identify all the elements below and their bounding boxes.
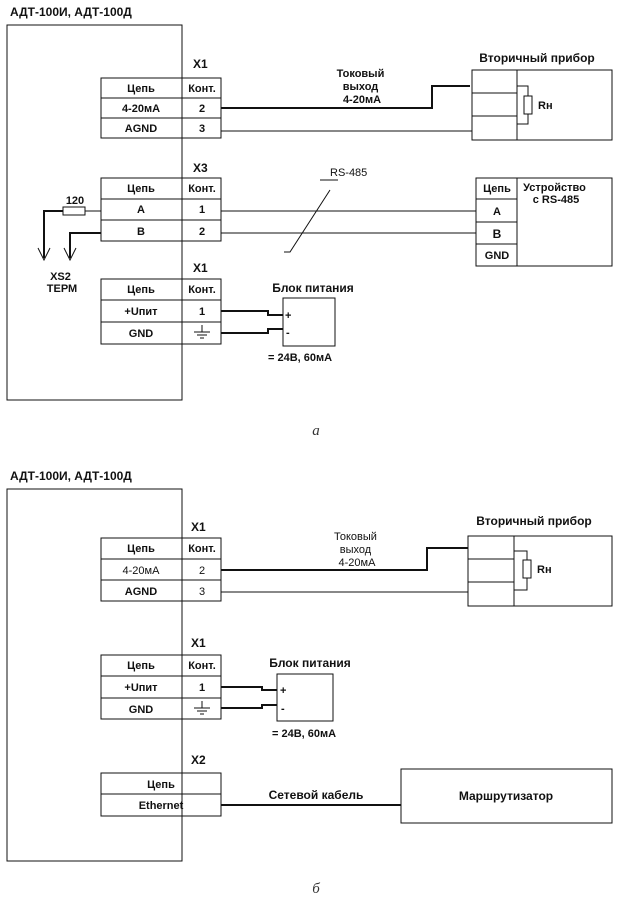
contact-cell: 3 bbox=[199, 586, 205, 598]
contact-cell: 2 bbox=[199, 226, 205, 238]
router-label: Маршрутизатор bbox=[459, 789, 553, 803]
contact-cell: 1 bbox=[199, 204, 205, 216]
terminator-label: XS2 ТЕРМ bbox=[47, 271, 77, 295]
diagram-a: АДТ-100И, АДТ-100Д X1 Цепь Конт. 4-20мА … bbox=[6, 5, 613, 439]
terminator-resistor-label: 120 bbox=[66, 195, 84, 207]
contact-cell: 1 bbox=[199, 306, 205, 318]
power-block-label-a: Блок питания bbox=[272, 281, 354, 295]
col-contact-header: Конт. bbox=[188, 284, 216, 296]
chain-cell: GND bbox=[485, 250, 510, 262]
load-resistor-a bbox=[523, 95, 533, 115]
power-block-a bbox=[282, 297, 336, 347]
rs485-device-title: Устройство с RS-485 bbox=[523, 182, 589, 206]
device-title-b: АДТ-100И, АДТ-100Д bbox=[10, 469, 132, 483]
secondary-device-b: Rн bbox=[467, 535, 613, 607]
x1-current-table-a: Цепь Конт. 4-20мА 2 AGND 3 bbox=[100, 77, 222, 139]
ground-icon bbox=[194, 325, 210, 339]
chain-cell: AGND bbox=[125, 123, 157, 135]
col-chain-header: Цепь bbox=[483, 183, 511, 195]
load-resistor-label-b: Rн bbox=[537, 564, 552, 576]
chain-cell: GND bbox=[129, 704, 154, 716]
diagram-b: АДТ-100И, АДТ-100Д X1 Цепь Конт. 4-20мА … bbox=[6, 469, 613, 897]
chain-cell: AGND bbox=[125, 586, 157, 598]
twisted-pair-mark bbox=[284, 189, 331, 253]
secondary-device-label-a: Вторичный прибор bbox=[479, 51, 594, 65]
ground-icon bbox=[194, 701, 210, 715]
load-resistor-b bbox=[522, 559, 532, 579]
chain-cell: Ethernet bbox=[139, 800, 184, 812]
x1-current-label-b: X1 bbox=[191, 520, 206, 534]
caption-b: б bbox=[312, 881, 320, 897]
x3-label-a: X3 bbox=[193, 161, 208, 175]
power-plus-a: + bbox=[285, 310, 291, 322]
chain-cell: A bbox=[137, 204, 145, 216]
col-chain-header: Цепь bbox=[127, 83, 155, 95]
x1-current-table-b: Цепь Конт. 4-20мА 2 AGND 3 bbox=[100, 537, 222, 602]
x1-power-label-a: X1 bbox=[193, 261, 208, 275]
col-chain-header: Цепь bbox=[127, 543, 155, 555]
power-plus-b: + bbox=[280, 685, 286, 697]
col-contact-header: Конт. bbox=[188, 83, 216, 95]
power-spec-a: = 24В, 60мА bbox=[268, 352, 332, 364]
x1-power-table-b: Цепь Конт. +Uпит 1 GND bbox=[100, 654, 222, 720]
caption-a: а bbox=[312, 423, 320, 439]
col-chain-header: Цепь bbox=[147, 779, 175, 791]
col-chain-header: Цепь bbox=[127, 284, 155, 296]
chain-cell: GND bbox=[129, 328, 154, 340]
col-chain-header: Цепь bbox=[127, 660, 155, 672]
power-block-b bbox=[276, 673, 334, 722]
secondary-device-a: Rн bbox=[471, 69, 613, 141]
load-resistor-label-a: Rн bbox=[538, 100, 553, 112]
current-output-label: Токовый выход 4-20мА bbox=[337, 68, 388, 106]
x1-power-label-b: X1 bbox=[191, 636, 206, 650]
chain-cell: B bbox=[137, 226, 145, 238]
terminator-xs2: 120 XS2 ТЕРМ bbox=[37, 195, 101, 295]
contact-cell: 2 bbox=[199, 565, 205, 577]
wire-power-plus-b bbox=[221, 686, 277, 691]
power-minus-a: - bbox=[286, 327, 290, 339]
col-contact-header: Конт. bbox=[188, 183, 216, 195]
secondary-device-label-b: Вторичный прибор bbox=[476, 514, 591, 528]
x1-power-table-a: Цепь Конт. +Uпит 1 GND bbox=[100, 278, 222, 345]
chain-cell: B bbox=[493, 227, 502, 241]
chain-cell: A bbox=[493, 206, 501, 218]
device-title-a: АДТ-100И, АДТ-100Д bbox=[10, 5, 132, 19]
wire-current-420-b bbox=[221, 547, 468, 571]
wire-power-minus-a bbox=[221, 328, 283, 334]
contact-cell: 3 bbox=[199, 123, 205, 135]
wire-current-420 bbox=[221, 85, 470, 109]
chain-cell: 4-20мА bbox=[122, 103, 160, 115]
x3-table-a: Цепь Конт. A 1 B 2 bbox=[100, 177, 222, 242]
col-chain-header: Цепь bbox=[127, 183, 155, 195]
power-block-label-b: Блок питания bbox=[269, 656, 351, 670]
terminator-resistor bbox=[62, 206, 86, 216]
current-output-label-b: Токовый выход 4-20мА bbox=[334, 531, 380, 569]
power-minus-b: - bbox=[281, 703, 285, 715]
contact-cell: 2 bbox=[199, 103, 205, 115]
x1-current-label-a: X1 bbox=[193, 57, 208, 71]
chain-cell: +Uпит bbox=[124, 306, 158, 318]
network-cable-label: Сетевой кабель bbox=[269, 788, 364, 802]
chain-cell: +Uпит bbox=[124, 682, 158, 694]
x2-table-b: Цепь Ethernet bbox=[100, 772, 222, 817]
power-spec-b: = 24В, 60мА bbox=[272, 728, 336, 740]
terminator-pin-arrow bbox=[63, 247, 77, 262]
wire-power-plus-a bbox=[221, 310, 283, 316]
rs485-device: Цепь Устройство с RS-485 A B GND bbox=[475, 177, 613, 267]
chain-cell: 4-20мА bbox=[123, 565, 161, 577]
col-contact-header: Конт. bbox=[188, 543, 216, 555]
col-contact-header: Конт. bbox=[188, 660, 216, 672]
rs485-label: RS-485 bbox=[330, 167, 367, 179]
contact-cell: 1 bbox=[199, 682, 205, 694]
x2-label-b: X2 bbox=[191, 753, 206, 767]
router-box bbox=[400, 768, 613, 824]
terminator-pin-arrow bbox=[37, 247, 51, 262]
wire-power-minus-b bbox=[221, 704, 277, 709]
